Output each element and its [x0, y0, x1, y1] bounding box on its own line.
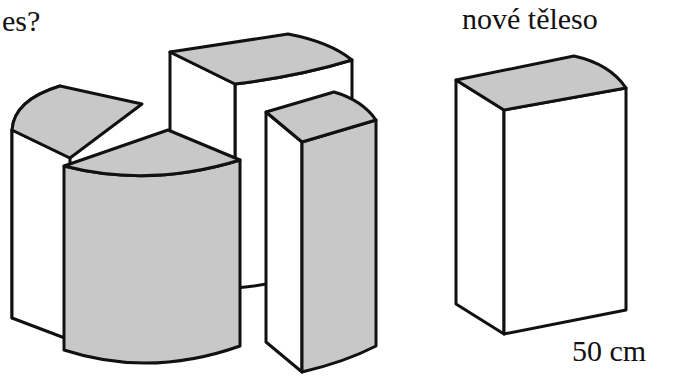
quarter-cylinder-piece	[64, 130, 240, 363]
new-solid	[456, 56, 626, 334]
solid-caption: nové těleso	[462, 2, 598, 35]
quarter-cylinder-piece	[266, 92, 376, 372]
question-fragment: es?	[2, 4, 40, 37]
dimension-label: 50 cm	[572, 334, 646, 367]
